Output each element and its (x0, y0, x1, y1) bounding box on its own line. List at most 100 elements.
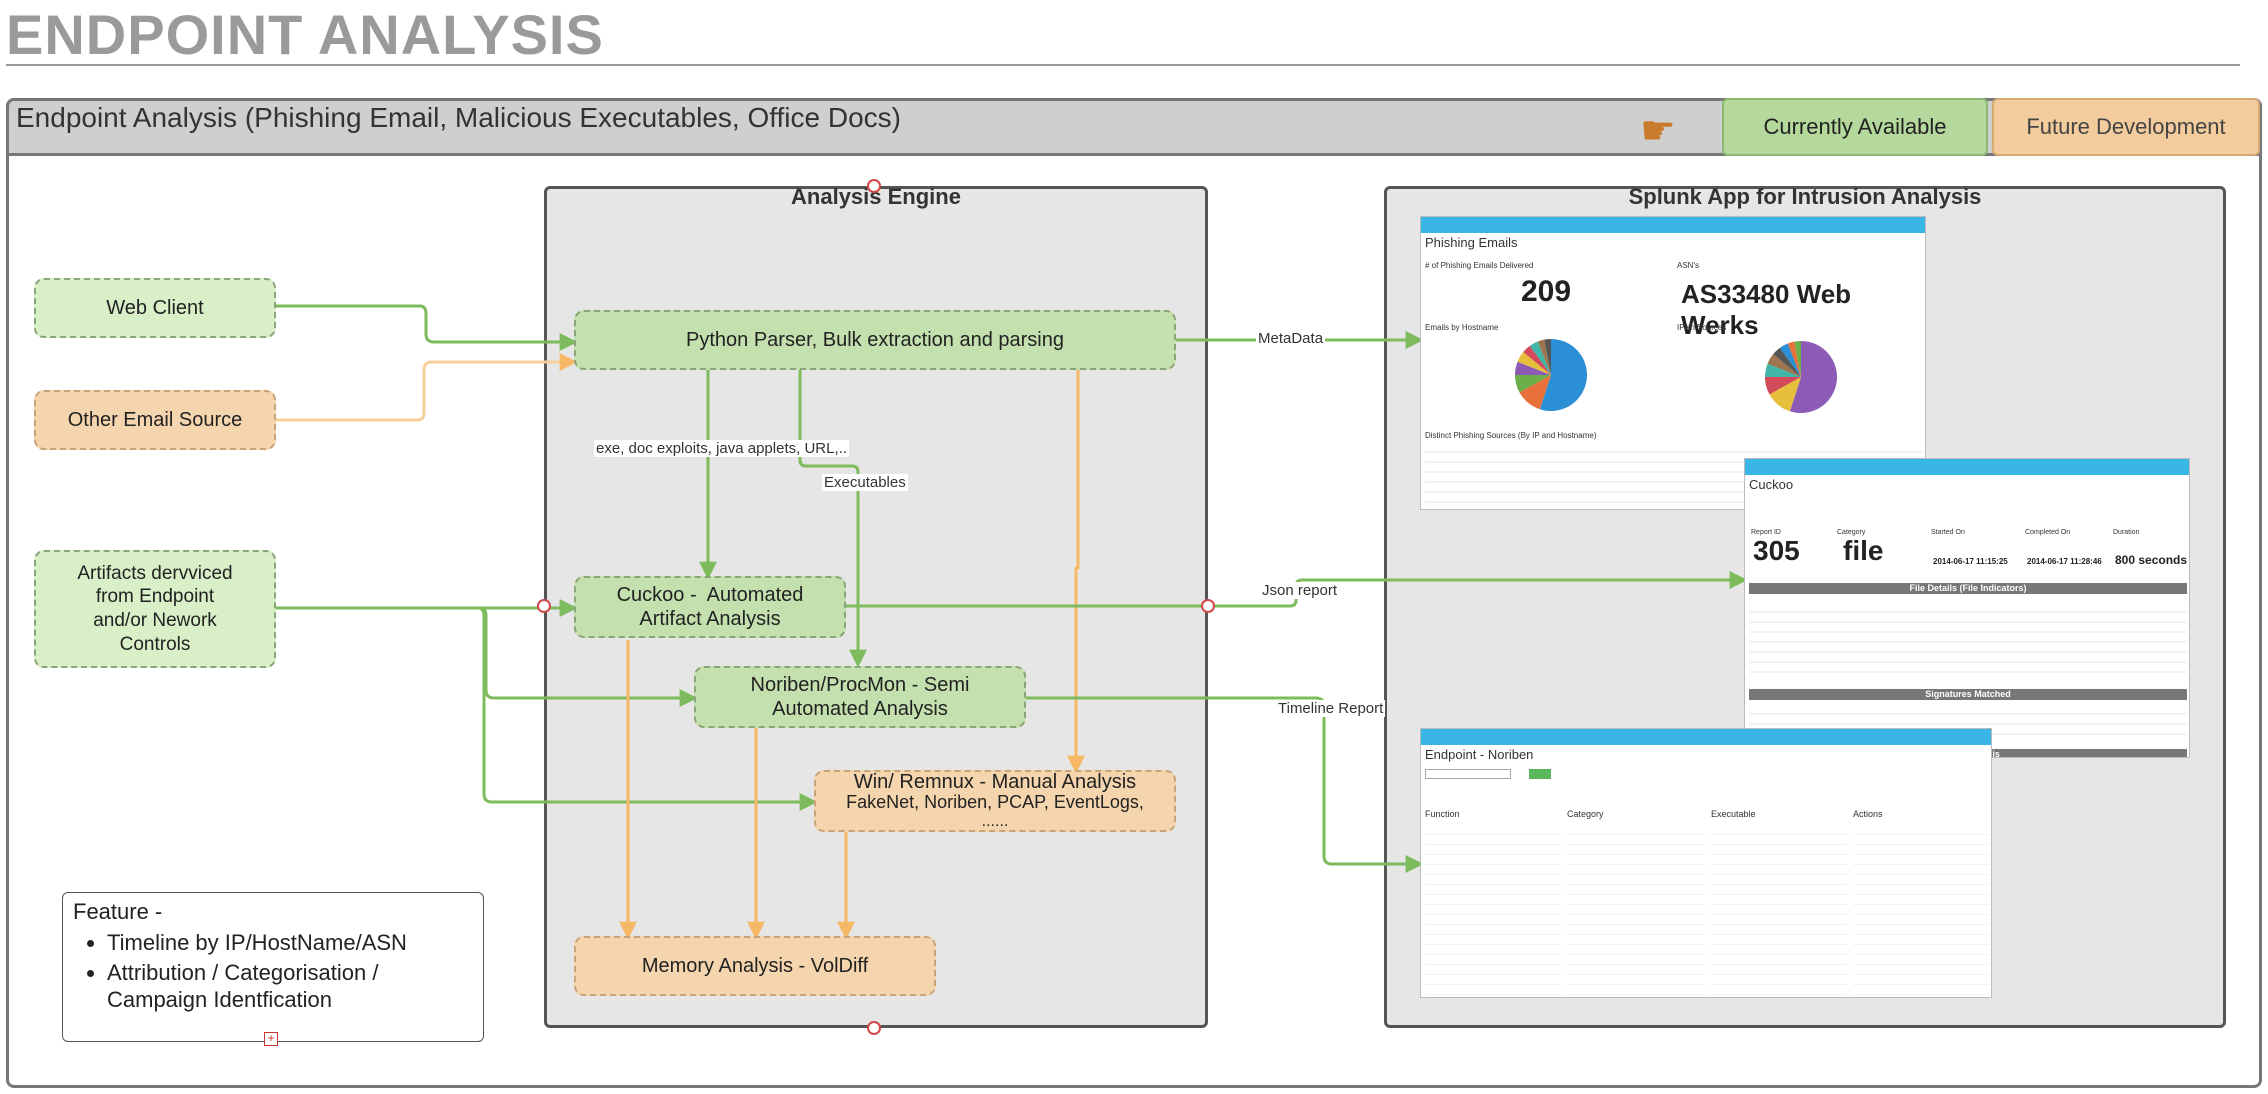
pie-slice (1539, 339, 1587, 411)
pie-slice (1779, 343, 1801, 377)
pie-slice (1544, 339, 1551, 375)
cuckoo-label-line: Artifact Analysis (639, 608, 781, 630)
cuckoo-title: Cuckoo (1749, 477, 1794, 492)
noriben-dashboard-screenshot: Endpoint - Noriben Function Category Exe… (1420, 728, 1992, 998)
executable-list (1711, 825, 1847, 995)
pie-slice (1789, 341, 1837, 413)
pie-slice (1773, 347, 1801, 377)
pie-slice (1515, 375, 1551, 393)
screenshot-nav-bar (1745, 459, 2189, 475)
pie2-label: IPish Sources (1677, 323, 1727, 332)
connector-dot (867, 1021, 881, 1035)
category-label: Category (1837, 529, 1866, 536)
phishing-count-label: # of Phishing Emails Delivered (1425, 261, 1534, 270)
noriben-label-line: Automated Analysis (772, 698, 948, 720)
submit-button[interactable] (1529, 769, 1551, 779)
pie-slice (1523, 345, 1551, 375)
phishing-title: Phishing Emails (1425, 235, 1518, 250)
other-email-label: Other Email Source (67, 409, 243, 431)
phishing-table-label: Distinct Phishing Sources (By IP and Hos… (1425, 431, 1597, 440)
pie-slice (1769, 377, 1801, 412)
asn-label: ASN's (1677, 261, 1699, 270)
edge-otheremail-python (276, 353, 578, 422)
completed-value: 2014-06-17 11:28:46 (2027, 557, 2102, 566)
pie-slice (1517, 352, 1551, 375)
edge-label-exe: exe, doc exploits, java applets, URL,.. (594, 440, 849, 457)
duration-label: Duration (2113, 529, 2140, 536)
edge-python-noriben (798, 370, 867, 668)
pie-slice (1519, 375, 1551, 410)
edge-artifacts-remnux (276, 606, 818, 811)
python-parser-label: Python Parser, Bulk extraction and parsi… (686, 329, 1064, 351)
edge-label-metadata: MetaData (1256, 330, 1326, 347)
other-email-source-node: Other Email Source (34, 390, 276, 450)
started-value: 2014-06-17 11:15:25 (1933, 557, 2008, 566)
memory-analysis-node: Memory Analysis - VolDiff (574, 936, 936, 996)
screenshot-nav-bar (1421, 217, 1925, 233)
expand-icon[interactable]: + (264, 1032, 278, 1046)
legend-currently-available: Currently Available (1722, 98, 1988, 156)
pie-slice (1787, 341, 1801, 377)
pie-slice (1537, 339, 1551, 375)
signatures-header: Signatures Matched (1749, 689, 2187, 700)
started-label: Started On (1931, 529, 1965, 536)
remnux-label-line: Win/ Remnux - Manual Analysis (853, 771, 1137, 794)
artifacts-label-line: Controls (119, 633, 191, 655)
col-function: Function (1425, 809, 1460, 819)
pointing-hand-icon: ☛ (1640, 109, 1676, 153)
section-title: Endpoint Analysis (Phishing Email, Malic… (16, 102, 901, 133)
remnux-label-line: ...... (981, 813, 1009, 831)
artifacts-label-line: Artifacts dervviced (77, 562, 233, 584)
pie-slice (1765, 363, 1801, 377)
phishing-count-value: 209 (1521, 275, 1572, 308)
pie1-label: Emails by Hostname (1425, 323, 1499, 332)
feature-box: Feature - Timeline by IP/HostName/ASN At… (62, 892, 484, 1042)
function-list (1425, 825, 1561, 995)
cuckoo-label-line: Cuckoo - Automated (616, 584, 804, 606)
web-client-node: Web Client (34, 278, 276, 338)
legend-future-development: Future Development (1992, 98, 2260, 156)
legend-future-label: Future Development (2026, 114, 2226, 139)
category-list (1567, 825, 1705, 995)
pie-slice (1515, 361, 1551, 375)
completed-label: Completed On (2025, 529, 2071, 536)
col-category: Category (1567, 809, 1604, 819)
python-parser-node: Python Parser, Bulk extraction and parsi… (574, 310, 1176, 370)
edge-label-json: Json report (1260, 582, 1340, 599)
artifacts-label-line: and/or Nework (93, 610, 217, 631)
cuckoo-dashboard-screenshot: Cuckoo Report ID 305 Category file Start… (1744, 458, 2190, 758)
remnux-label-line: FakeNet, Noriben, PCAP, EventLogs, (846, 792, 1144, 813)
file-details-table (1749, 603, 2187, 679)
pie-slice (1529, 341, 1551, 375)
memory-analysis-label: Memory Analysis - VolDiff (641, 955, 869, 977)
connector-dot (867, 179, 881, 193)
feature-item: Attribution / Categorisation / Campaign … (107, 959, 473, 1014)
pie-slice (1767, 354, 1801, 377)
page-title: ENDPOINT ANALYSIS (6, 3, 604, 66)
artifacts-label-line: from Endpoint (95, 586, 215, 608)
duration-value: 800 seconds (2115, 553, 2188, 567)
feature-list: Timeline by IP/HostName/ASN Attribution … (73, 929, 473, 1014)
splunk-panel-title: Splunk App for Intrusion Analysis (1628, 184, 1982, 209)
actions-list (1853, 825, 1989, 995)
remnux-manual-node: Win/ Remnux - Manual Analysis FakeNet, N… (814, 770, 1176, 832)
web-client-label: Web Client (106, 297, 204, 319)
connector-dot (1201, 599, 1215, 613)
report-id-label: Report ID (1751, 529, 1781, 536)
noriben-title: Endpoint - Noriben (1425, 747, 1534, 762)
ip-sources-pie-chart (1765, 341, 1837, 413)
feature-heading: Feature - (73, 899, 163, 924)
artifacts-node: Artifacts dervviced from Endpoint and/or… (34, 550, 276, 668)
connector-dot (537, 599, 551, 613)
edge-webclient-python (276, 304, 578, 351)
pie-slice (1794, 341, 1801, 377)
pie-slice (1765, 377, 1801, 395)
asn-value: AS33480 Web Werks (1681, 279, 1852, 340)
edge-label-executables: Executables (822, 474, 908, 491)
report-id-value: 305 (1753, 535, 1800, 566)
file-name-input[interactable] (1425, 769, 1511, 779)
hostname-pie-chart (1515, 339, 1587, 411)
feature-item: Timeline by IP/HostName/ASN (107, 929, 473, 957)
noriben-procmon-node: Noriben/ProcMon - Semi Automated Analysi… (694, 666, 1026, 728)
col-executable: Executable (1711, 809, 1756, 819)
